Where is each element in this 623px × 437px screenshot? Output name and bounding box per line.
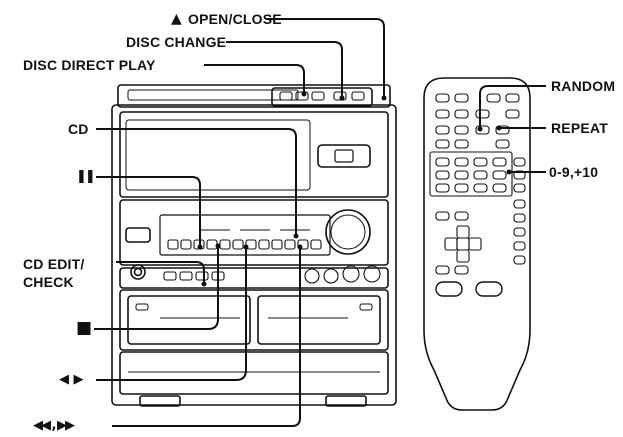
cd-label: CD [68, 121, 89, 137]
disc-change-label: DISC CHANGE [126, 34, 227, 50]
stop-icon: ■ [76, 318, 93, 338]
repeat-label: REPEAT [551, 120, 608, 136]
skip-icon: ◀ ▶ [59, 372, 84, 387]
search-icon: ◀◀ , ▶▶ [33, 418, 75, 433]
numbers-label: 0-9,+10 [549, 164, 599, 180]
remote-control [423, 77, 531, 411]
check-label: CHECK [23, 274, 74, 290]
stereo-unit [111, 84, 397, 407]
pause-icon: ❚❚ [76, 169, 96, 184]
eject-icon: ▲ [171, 11, 182, 27]
callout-lines [94, 18, 546, 427]
random-label: RANDOM [551, 78, 616, 94]
disc-direct-play-label: DISC DIRECT PLAY [23, 57, 156, 73]
callout-dots [197, 91, 512, 287]
cd-edit-label: CD EDIT/ [23, 256, 85, 272]
open-close-label: OPEN/CLOSE [188, 11, 282, 27]
